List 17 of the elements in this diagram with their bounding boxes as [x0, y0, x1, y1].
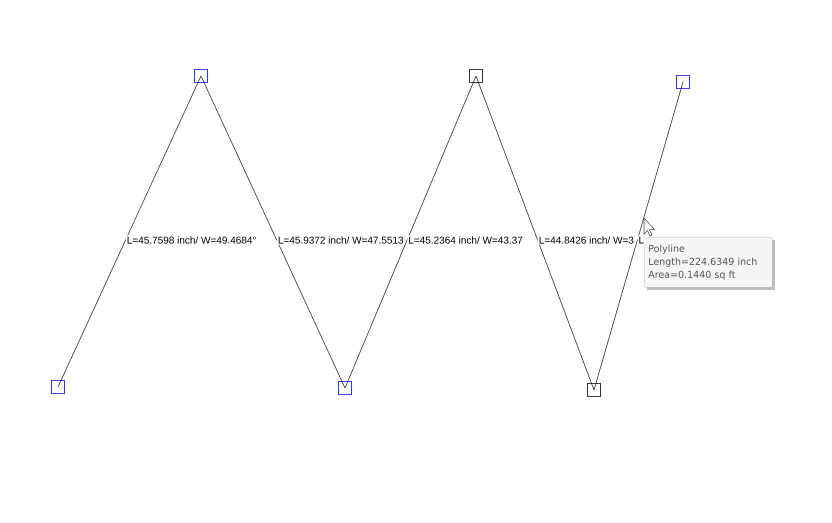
polyline-segment — [200, 76, 346, 388]
polyline-segment — [58, 76, 202, 388]
vertex-square — [194, 69, 208, 83]
vertex-square — [587, 383, 601, 397]
edge-label: L=45.9372 inch/ W=47.5513 — [276, 235, 405, 245]
vertex-square — [469, 69, 483, 83]
edge-label: L=44.8426 inch/ W=3 — [538, 235, 635, 245]
polyline-segment — [476, 76, 594, 390]
polyline-segment — [344, 76, 476, 388]
vertex-square — [51, 380, 65, 394]
tooltip-box: Polyline Length=224.6349 inch Area=0.1440 sq ft — [644, 237, 772, 288]
edge-label: L=45.2364 inch/ W=43.37 — [407, 235, 524, 245]
edge-label: L — [638, 236, 646, 244]
polyline-segment — [594, 82, 684, 390]
edge-label: L=45.7598 inch/ W=49.4684° — [126, 235, 258, 245]
vertex-square — [338, 381, 352, 395]
vertex-square — [676, 75, 690, 89]
